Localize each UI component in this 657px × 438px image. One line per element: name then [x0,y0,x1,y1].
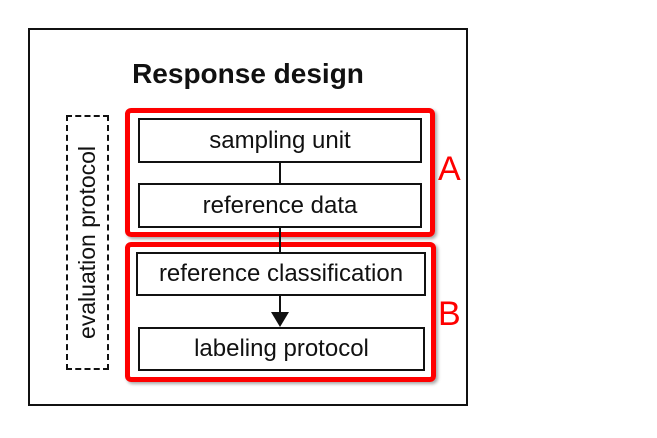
connector-refdata-to-refclass [278,225,281,254]
node-sampling-unit: sampling unit [138,118,422,163]
arrow-down-icon [271,312,289,327]
node-labeling-protocol: labeling protocol [138,327,425,371]
connector-arrow-shaft [278,294,281,314]
node-reference-classification: reference classification [136,252,426,296]
diagram-title: Response design [132,58,364,89]
group-b-label: B [438,295,461,333]
connector-sampling-to-refdata [278,161,281,185]
evaluation-protocol-label: evaluation protocol [74,145,101,340]
group-a-label: A [438,150,461,188]
node-reference-data: reference data [138,183,422,228]
evaluation-protocol-group: evaluation protocol [66,115,109,370]
